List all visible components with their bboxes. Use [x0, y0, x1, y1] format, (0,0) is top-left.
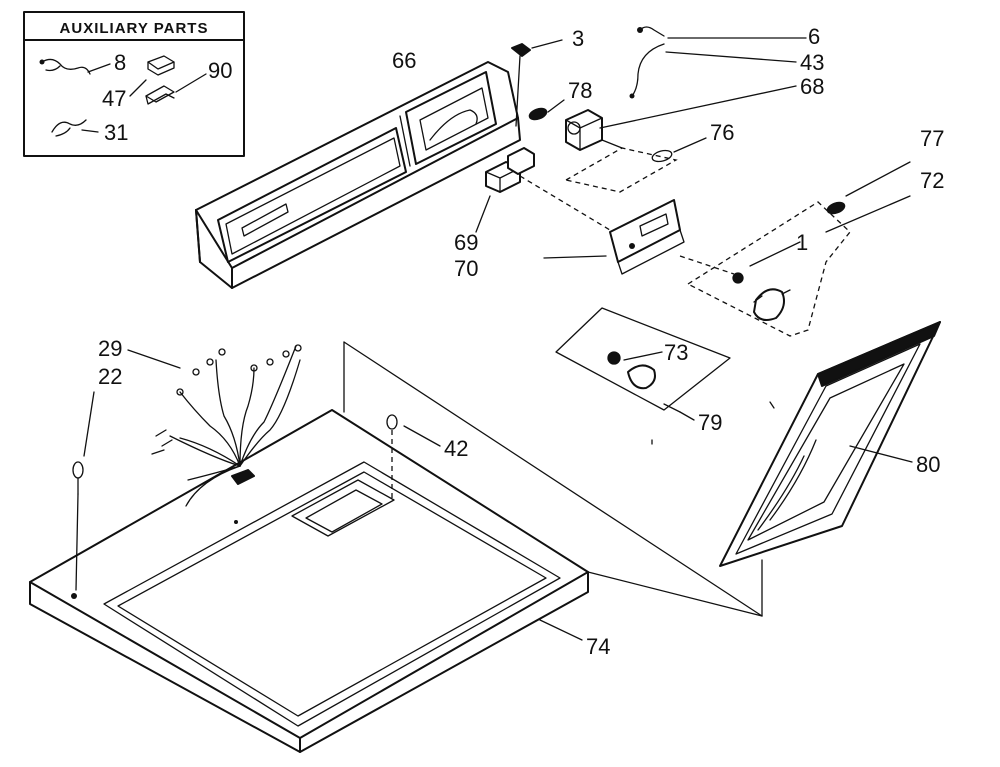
- callout-80: 80: [916, 452, 940, 477]
- callout-3: 3: [572, 26, 584, 51]
- callout-69: 69: [454, 230, 478, 255]
- part-69: [485, 147, 535, 193]
- callout-6: 6: [808, 24, 820, 49]
- callout-22: 22: [98, 364, 122, 389]
- auxiliary-parts-title: AUXILIARY PARTS: [60, 20, 209, 37]
- screw-part-22: [72, 461, 84, 495]
- callout-77: 77: [920, 126, 944, 151]
- part-76: [651, 149, 673, 163]
- switch-part-68: [565, 109, 623, 151]
- callout-74: 74: [586, 634, 610, 659]
- callout-42: 42: [444, 436, 468, 461]
- aux-part-8-icon: [39, 58, 91, 75]
- aux-part-47-icon: [147, 55, 175, 76]
- callout-68: 68: [800, 74, 824, 99]
- callout-1: 1: [796, 230, 808, 255]
- aux-part-90-icon: [145, 85, 175, 105]
- callout-labels: 3 6 43 68 66 78 76 77 72 69 70 1 29 22 7…: [98, 24, 944, 659]
- part-78: [528, 107, 548, 121]
- callout-78: 78: [568, 78, 592, 103]
- aux-label-31: 31: [104, 120, 128, 145]
- callout-66: 66: [392, 48, 416, 73]
- aux-part-31-icon: [51, 119, 87, 137]
- callout-29: 29: [98, 336, 122, 361]
- control-panel-part-66: [195, 61, 521, 289]
- callout-72: 72: [920, 168, 944, 193]
- aux-label-8: 8: [114, 50, 126, 75]
- timer-part-70: [609, 199, 685, 275]
- knob-part-3: [511, 43, 531, 127]
- aux-label-90: 90: [208, 58, 232, 83]
- auxiliary-parts-box: AUXILIARY PARTS 8 47 90 31: [23, 11, 245, 157]
- wire-harness-part-29: [151, 344, 302, 507]
- screw-part-42: [386, 414, 398, 498]
- callout-79: 79: [698, 410, 722, 435]
- top-panel-part-74: [29, 409, 589, 753]
- aux-label-47: 47: [102, 86, 126, 111]
- callout-73: 73: [664, 340, 688, 365]
- callout-43: 43: [800, 50, 824, 75]
- bracket-part-79: [555, 307, 731, 411]
- callout-76: 76: [710, 120, 734, 145]
- wire-part-6-43: [629, 26, 665, 99]
- callout-70: 70: [454, 256, 478, 281]
- bracket-part-72: [687, 201, 851, 337]
- panel-part-80: [719, 321, 941, 567]
